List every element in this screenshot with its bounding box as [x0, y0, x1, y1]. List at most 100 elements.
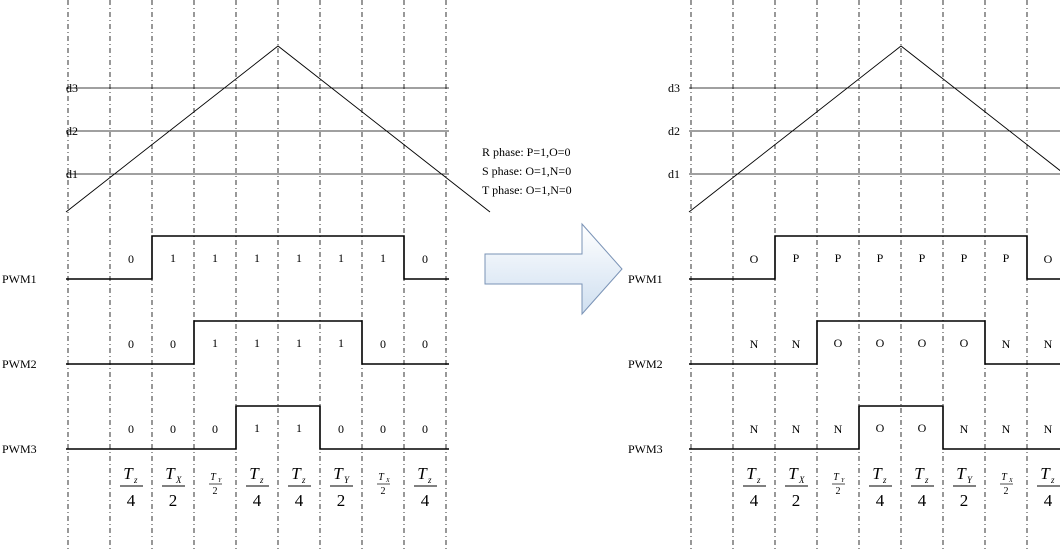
left-state-PWM3-1: 0 — [170, 422, 176, 436]
left-state-PWM2-4: 1 — [296, 336, 302, 350]
left-state-PWM3-4: 1 — [296, 421, 302, 435]
right-interval-sub-0: z — [756, 475, 761, 485]
right-signal-label-PWM1: PWM1 — [628, 272, 663, 286]
right-state-PWM2-4: O — [918, 336, 927, 350]
left-interval-sub-2: Y — [218, 478, 222, 484]
right-interval-num-6: T — [1001, 472, 1008, 483]
right-state-PWM2-7: N — [1044, 337, 1053, 351]
left-interval-sub-4: z — [301, 475, 306, 485]
right-carrier — [688, 45, 1060, 213]
right-interval-den-0: 4 — [750, 491, 759, 510]
transition-arrow — [484, 222, 623, 316]
right-state-PWM1-6: P — [1003, 251, 1010, 265]
left-state-PWM1-6: 1 — [380, 251, 386, 265]
phase-note-r: R phase: P=1,O=0 — [482, 145, 571, 159]
right-triangle-carrier — [688, 45, 1060, 213]
left-level-label-d1: d1 — [66, 167, 78, 181]
left-state-PWM3-5: 0 — [338, 422, 344, 436]
left-interval-sub-3: z — [259, 475, 264, 485]
left-interval-den-4: 4 — [295, 491, 304, 510]
right-interval-num-3: T — [872, 464, 883, 483]
right-interval-sub-4: z — [924, 475, 929, 485]
left-interval-num-3: T — [249, 464, 260, 483]
left-state-PWM2-2: 1 — [212, 336, 218, 350]
left-state-PWM1-7: 0 — [422, 252, 428, 266]
right-interval-den-6: 2 — [1004, 486, 1009, 497]
left-interval-sub-7: z — [427, 475, 432, 485]
right-state-PWM3-3: O — [876, 421, 885, 435]
right-state-PWM1-4: P — [919, 251, 926, 265]
left-interval-den-2: 2 — [213, 486, 218, 497]
right-level-label-d3: d3 — [668, 81, 680, 95]
right-state-PWM1-0: O — [750, 252, 759, 266]
left-interval-sub-5: Y — [344, 475, 350, 485]
left-interval-num-4: T — [291, 464, 302, 483]
right-state-PWM1-3: P — [877, 251, 884, 265]
left-interval-sub-6: X — [385, 478, 390, 484]
right-interval-num-4: T — [914, 464, 925, 483]
left-waveform-PWM2 — [66, 320, 449, 365]
left-interval-den-1: 2 — [169, 491, 178, 510]
left-interval-num-2: T — [210, 472, 217, 483]
right-interval-sub-2: Y — [841, 478, 845, 484]
left-state-PWM2-7: 0 — [422, 337, 428, 351]
left-interval-den-5: 2 — [337, 491, 346, 510]
right-interval-num-0: T — [746, 464, 757, 483]
left-state-PWM1-0: 0 — [128, 252, 134, 266]
right-interval-num-7: T — [1040, 464, 1051, 483]
left-state-PWM2-0: 0 — [128, 337, 134, 351]
left-state-PWM1-2: 1 — [212, 251, 218, 265]
right-state-PWM3-0: N — [750, 422, 759, 436]
right-interval-sub-5: Y — [967, 475, 973, 485]
right-interval-den-5: 2 — [960, 491, 969, 510]
right-interval-den-3: 4 — [876, 491, 885, 510]
left-interval-sub-1: X — [175, 475, 182, 485]
right-interval-sub-6: X — [1008, 478, 1013, 484]
phase-note-t: T phase: O=1,N=0 — [482, 183, 572, 197]
right-interval-den-2: 2 — [836, 486, 841, 497]
left-state-PWM1-4: 1 — [296, 251, 302, 265]
right-state-PWM1-7: O — [1044, 252, 1053, 266]
right-level-label-d1: d1 — [668, 167, 680, 181]
left-interval-den-0: 4 — [127, 491, 136, 510]
left-state-PWM3-6: 0 — [380, 422, 386, 436]
right-state-PWM1-5: P — [961, 251, 968, 265]
right-state-PWM3-2: N — [834, 422, 843, 436]
left-interval-num-7: T — [417, 464, 428, 483]
left-interval-den-7: 4 — [421, 491, 430, 510]
left-state-PWM2-5: 1 — [338, 336, 344, 350]
left-interval-num-5: T — [333, 464, 344, 483]
left-waveform-PWM1 — [66, 235, 449, 280]
right-state-PWM3-4: O — [918, 421, 927, 435]
right-interval-num-2: T — [833, 472, 840, 483]
right-interval-sub-1: X — [798, 475, 805, 485]
right-interval-den-7: 4 — [1044, 491, 1053, 510]
right-state-PWM1-1: P — [793, 251, 800, 265]
right-interval-sub-3: z — [882, 475, 887, 485]
right-state-PWM2-6: N — [1002, 337, 1011, 351]
right-interval-num-1: T — [788, 464, 799, 483]
left-interval-num-6: T — [378, 472, 385, 483]
left-interval-num-1: T — [165, 464, 176, 483]
right-state-PWM2-3: O — [876, 336, 885, 350]
right-waveform-PWM2 — [689, 320, 1060, 365]
left-state-PWM2-6: 0 — [380, 337, 386, 351]
left-state-PWM3-3: 1 — [254, 421, 260, 435]
left-waveform-PWM3 — [66, 405, 449, 450]
right-state-PWM2-2: O — [834, 336, 843, 350]
right-signal-label-PWM3: PWM3 — [628, 442, 663, 456]
